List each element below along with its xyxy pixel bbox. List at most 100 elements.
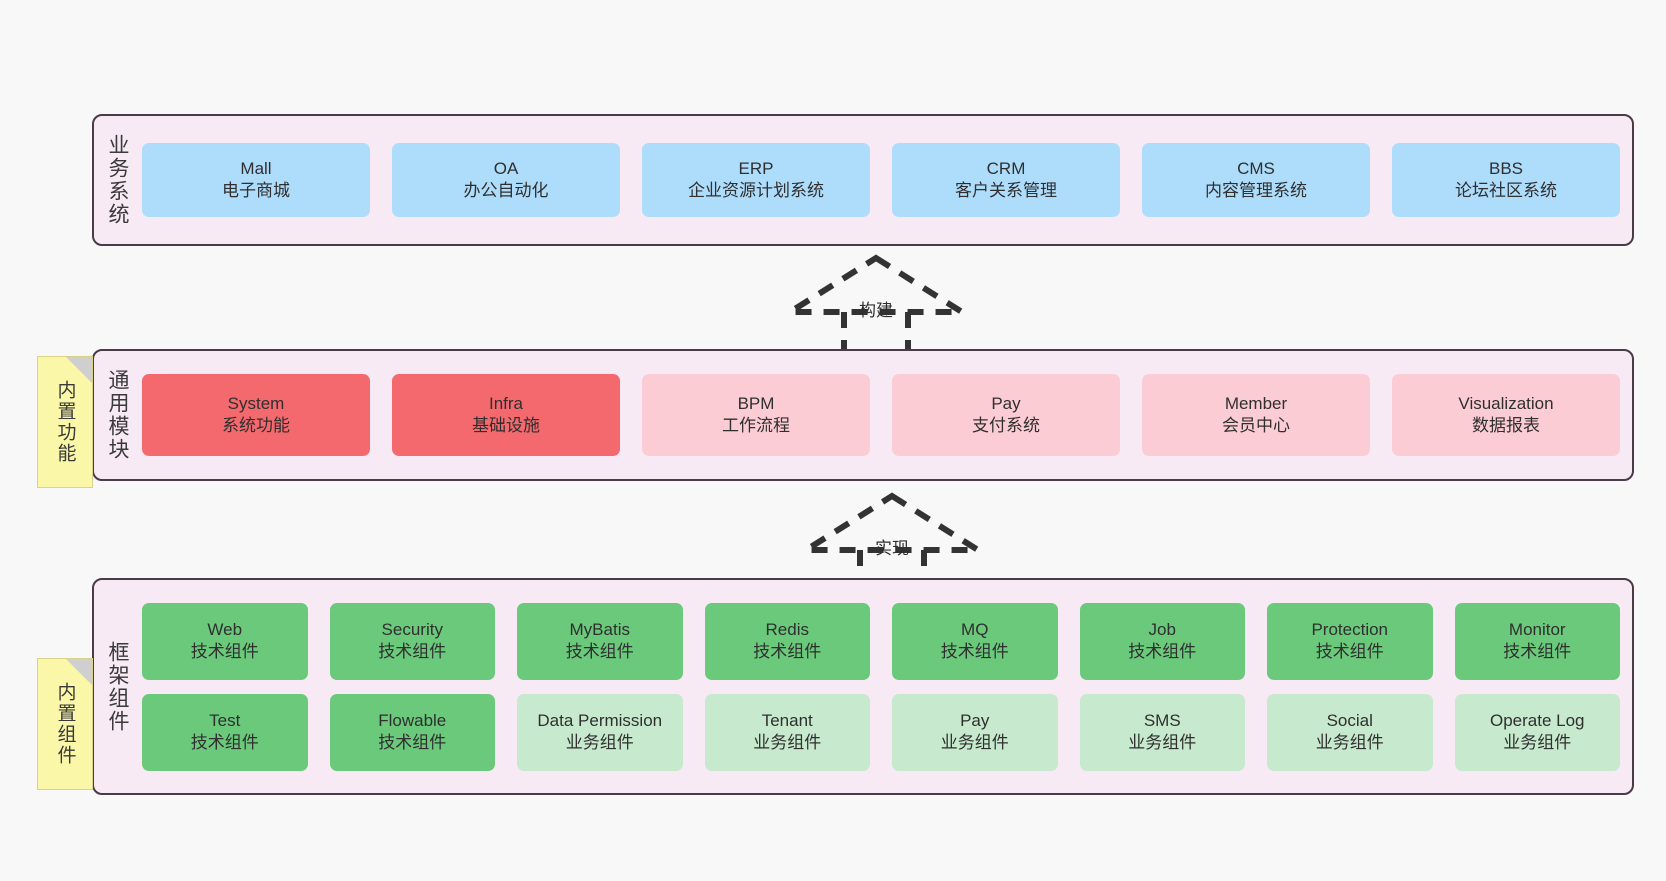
layer-common-module: 通用模块 System 系统功能 Infra 基础设施 BPM 工作流程 Pay…	[92, 349, 1634, 481]
box-sms[interactable]: SMS 业务组件	[1079, 693, 1245, 771]
box-subtitle: 电子商城	[222, 181, 290, 200]
layer-framework-component-boxes: Web 技术组件 Security 技术组件 MyBatis 技术组件 Redi…	[140, 580, 1632, 793]
box-title: Visualization	[1458, 393, 1554, 413]
layer-title-common-module: 通用模块	[106, 369, 129, 461]
box-infra[interactable]: Infra 基础设施	[392, 374, 620, 456]
box-title: SMS	[1143, 710, 1181, 730]
box-redis[interactable]: Redis 技术组件	[704, 602, 870, 680]
box-mq[interactable]: MQ 技术组件	[892, 602, 1058, 680]
box-test[interactable]: Test 技术组件	[142, 693, 308, 771]
box-title: Monitor	[1508, 619, 1566, 639]
box-subtitle: 基础设施	[472, 416, 540, 435]
box-subtitle: 技术组件	[1128, 642, 1197, 661]
box-subtitle: 技术组件	[753, 642, 822, 661]
box-row: Mall 电子商城 OA 办公自动化 ERP 企业资源计划系统 CRM 客户关系…	[142, 143, 1620, 217]
box-subtitle: 系统功能	[222, 416, 290, 435]
box-operate-log[interactable]: Operate Log 业务组件	[1454, 693, 1620, 771]
box-subtitle: 技术组件	[565, 642, 634, 661]
box-title: OA	[493, 158, 519, 178]
box-social[interactable]: Social 业务组件	[1267, 693, 1433, 771]
box-subtitle: 技术组件	[190, 733, 259, 752]
box-title: MyBatis	[569, 619, 630, 639]
box-title: Redis	[765, 619, 809, 639]
box-oa[interactable]: OA 办公自动化	[392, 143, 620, 217]
box-title: Pay	[991, 393, 1021, 413]
box-member[interactable]: Member 会员中心	[1142, 374, 1370, 456]
box-tenant[interactable]: Tenant 业务组件	[704, 693, 870, 771]
box-title: Test	[209, 710, 241, 730]
box-row: Web 技术组件 Security 技术组件 MyBatis 技术组件 Redi…	[142, 602, 1620, 680]
box-title: Tenant	[761, 710, 813, 730]
box-subtitle: 技术组件	[1315, 642, 1384, 661]
box-cms[interactable]: CMS 内容管理系统	[1142, 143, 1370, 217]
box-subtitle: 技术组件	[378, 642, 447, 661]
box-erp[interactable]: ERP 企业资源计划系统	[642, 143, 870, 217]
box-title: Pay	[960, 710, 990, 730]
box-protection[interactable]: Protection 技术组件	[1267, 602, 1433, 680]
box-security[interactable]: Security 技术组件	[329, 602, 495, 680]
box-pay[interactable]: Pay 支付系统	[892, 374, 1120, 456]
box-job[interactable]: Job 技术组件	[1079, 602, 1245, 680]
box-subtitle: 内容管理系统	[1205, 181, 1307, 200]
box-monitor[interactable]: Monitor 技术组件	[1454, 602, 1620, 680]
box-subtitle: 技术组件	[190, 642, 259, 661]
sticky-note-label: 内置组件	[54, 682, 76, 766]
sticky-note-builtin-components: 内置组件	[37, 658, 93, 790]
layer-business-system-boxes: Mall 电子商城 OA 办公自动化 ERP 企业资源计划系统 CRM 客户关系…	[140, 116, 1632, 244]
box-title: Operate Log	[1489, 710, 1585, 730]
layer-common-module-boxes: System 系统功能 Infra 基础设施 BPM 工作流程 Pay 支付系统…	[140, 351, 1632, 479]
box-subtitle: 企业资源计划系统	[688, 181, 824, 200]
arrow-label-build: 构建	[859, 301, 893, 320]
box-subtitle: 业务组件	[565, 733, 634, 752]
box-mybatis[interactable]: MyBatis 技术组件	[517, 602, 683, 680]
layer-business-system: 业务系统 Mall 电子商城 OA 办公自动化 ERP 企业资源计划系统 CRM…	[92, 114, 1634, 246]
box-title: Data Permission	[537, 710, 663, 730]
box-subtitle: 技术组件	[378, 733, 447, 752]
box-visualization[interactable]: Visualization 数据报表	[1392, 374, 1620, 456]
box-title: Web	[207, 619, 243, 639]
box-data-permission[interactable]: Data Permission 业务组件	[517, 693, 683, 771]
box-subtitle: 办公自动化	[463, 181, 549, 200]
box-subtitle: 业务组件	[1315, 733, 1384, 752]
sticky-note-builtin-features: 内置功能	[37, 356, 93, 488]
box-subtitle: 业务组件	[753, 733, 822, 752]
box-bpm[interactable]: BPM 工作流程	[642, 374, 870, 456]
box-title: Security	[381, 619, 443, 639]
page-fold-icon	[66, 357, 92, 383]
box-pay-business[interactable]: Pay 业务组件	[892, 693, 1058, 771]
box-subtitle: 技术组件	[940, 642, 1009, 661]
box-mall[interactable]: Mall 电子商城	[142, 143, 370, 217]
box-subtitle: 业务组件	[940, 733, 1009, 752]
box-flowable[interactable]: Flowable 技术组件	[329, 693, 495, 771]
box-bbs[interactable]: BBS 论坛社区系统	[1392, 143, 1620, 217]
box-title: Protection	[1311, 619, 1389, 639]
box-title: Infra	[488, 393, 524, 413]
box-subtitle: 数据报表	[1472, 416, 1540, 435]
box-subtitle: 支付系统	[972, 416, 1040, 435]
box-title: MQ	[961, 619, 989, 639]
box-row: System 系统功能 Infra 基础设施 BPM 工作流程 Pay 支付系统…	[142, 374, 1620, 456]
box-web[interactable]: Web 技术组件	[142, 602, 308, 680]
box-subtitle: 技术组件	[1503, 642, 1572, 661]
box-title: Job	[1148, 619, 1176, 639]
box-title: System	[227, 393, 285, 413]
box-title: CRM	[986, 158, 1026, 178]
page-fold-icon	[66, 659, 92, 685]
box-title: CMS	[1237, 158, 1275, 178]
box-title: Social	[1326, 710, 1373, 730]
sticky-note-label: 内置功能	[54, 380, 76, 464]
box-title: ERP	[738, 158, 774, 178]
layer-title-business-system: 业务系统	[106, 134, 129, 226]
box-row: Test 技术组件 Flowable 技术组件 Data Permission …	[142, 693, 1620, 771]
layer-title-framework-component: 框架组件	[106, 640, 129, 733]
box-subtitle: 工作流程	[722, 416, 790, 435]
box-crm[interactable]: CRM 客户关系管理	[892, 143, 1120, 217]
box-system[interactable]: System 系统功能	[142, 374, 370, 456]
box-subtitle: 客户关系管理	[955, 181, 1057, 200]
arrow-build: 构建	[776, 252, 976, 356]
box-title: BBS	[1488, 158, 1524, 178]
box-title: Flowable	[378, 710, 447, 730]
box-subtitle: 业务组件	[1128, 733, 1197, 752]
arrow-label-implement: 实现	[875, 539, 909, 558]
layer-framework-component: 框架组件 Web 技术组件 Security 技术组件 MyBatis 技术组件…	[92, 578, 1634, 795]
